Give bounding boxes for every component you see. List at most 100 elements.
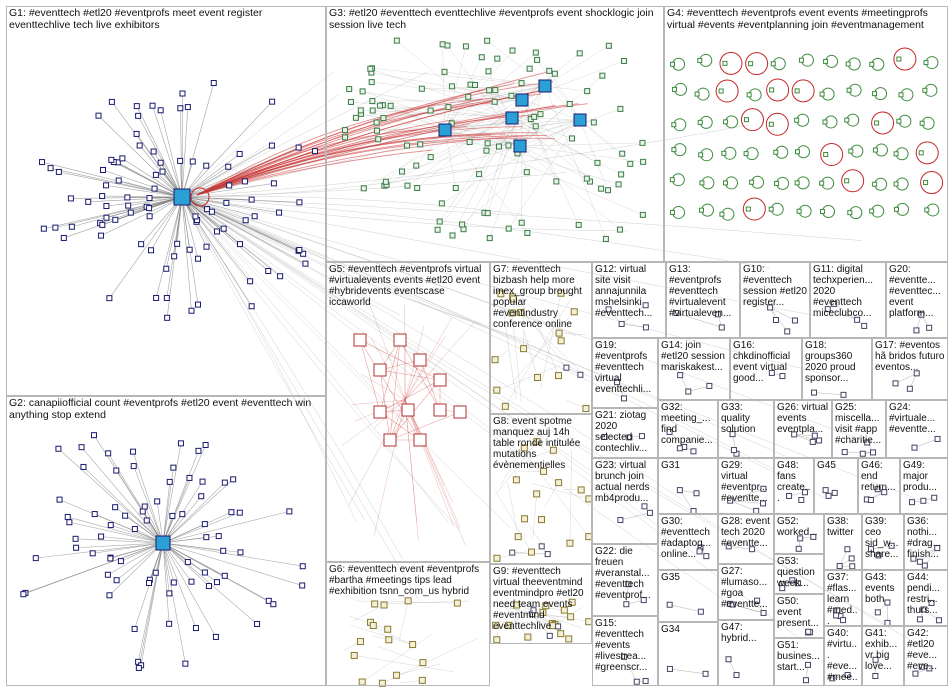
edge bbox=[532, 493, 537, 539]
node bbox=[760, 485, 767, 492]
node bbox=[872, 673, 879, 680]
node bbox=[248, 196, 255, 203]
node bbox=[805, 628, 812, 635]
node bbox=[819, 91, 825, 97]
edge bbox=[441, 119, 581, 204]
node bbox=[531, 113, 538, 120]
edge bbox=[439, 117, 513, 222]
edge bbox=[444, 46, 467, 131]
group-box-g41: G41: exhib... vr big love... bbox=[862, 626, 904, 686]
node bbox=[133, 103, 140, 110]
edge bbox=[500, 293, 517, 400]
self-loop bbox=[766, 78, 790, 102]
edge bbox=[341, 399, 406, 446]
node bbox=[518, 219, 525, 226]
edge bbox=[669, 604, 701, 612]
edge bbox=[181, 196, 531, 342]
node bbox=[300, 250, 307, 257]
node bbox=[514, 533, 522, 541]
edge bbox=[152, 105, 183, 198]
edge bbox=[447, 45, 521, 147]
group-label: G16: chkdinofficial event virtual good..… bbox=[733, 340, 793, 384]
node bbox=[393, 333, 407, 347]
edge bbox=[511, 117, 573, 139]
node bbox=[730, 447, 737, 454]
edge bbox=[404, 316, 453, 401]
node bbox=[130, 463, 137, 470]
edge bbox=[181, 196, 541, 468]
node bbox=[754, 597, 761, 604]
edge bbox=[116, 542, 164, 581]
hub-node bbox=[538, 79, 552, 93]
edge bbox=[181, 82, 215, 198]
edge bbox=[162, 542, 303, 586]
group-label: G47: hybrid... bbox=[721, 622, 757, 644]
edge bbox=[162, 542, 186, 664]
edge bbox=[110, 542, 164, 559]
node bbox=[520, 345, 528, 353]
node bbox=[617, 517, 624, 524]
node bbox=[912, 670, 919, 677]
edge bbox=[162, 511, 232, 544]
edge bbox=[181, 196, 698, 557]
node bbox=[784, 328, 791, 335]
group-box-g52: G52: worked... bbox=[774, 514, 824, 554]
node bbox=[532, 123, 539, 130]
edge bbox=[181, 196, 786, 457]
edge bbox=[181, 196, 511, 529]
node bbox=[913, 327, 920, 334]
self-loop bbox=[893, 47, 917, 71]
node bbox=[296, 199, 303, 206]
group-box-g34: G34 bbox=[658, 622, 718, 686]
node bbox=[195, 255, 202, 262]
node bbox=[846, 87, 852, 93]
node bbox=[146, 213, 153, 220]
node bbox=[567, 613, 575, 621]
node bbox=[823, 58, 829, 64]
edge bbox=[535, 119, 581, 127]
node bbox=[177, 440, 184, 447]
group-box-g44: G44: pendi... restri... thurs... bbox=[904, 570, 948, 626]
node bbox=[893, 206, 899, 212]
edge bbox=[379, 369, 441, 381]
node bbox=[107, 555, 114, 562]
node bbox=[32, 555, 39, 562]
node bbox=[107, 522, 114, 529]
node bbox=[135, 112, 142, 119]
node bbox=[98, 533, 105, 540]
node bbox=[811, 432, 818, 439]
edge bbox=[181, 196, 407, 425]
node bbox=[265, 268, 272, 275]
group-label: G21: ziotag 2020 selected contechliv... bbox=[595, 410, 649, 454]
edge bbox=[162, 477, 190, 544]
node bbox=[791, 431, 798, 438]
group-label: G5: #eventtech #eventprofs virtual #virt… bbox=[329, 264, 485, 308]
node bbox=[625, 581, 632, 588]
group-box-g46: G46: end return... bbox=[858, 458, 900, 514]
node bbox=[666, 665, 673, 672]
node bbox=[749, 546, 756, 553]
node bbox=[774, 180, 780, 186]
edge bbox=[404, 368, 436, 401]
node bbox=[368, 79, 375, 86]
node bbox=[770, 61, 776, 67]
group-label: G6: #eventtech event #eventprofs #bartha… bbox=[329, 564, 482, 597]
group-box-g3: G3: #etl20 #eventtech eventtechlive #eve… bbox=[326, 6, 664, 262]
group-box-g2: G2: canapiiofficial count #eventprofs #e… bbox=[6, 396, 326, 686]
edge bbox=[379, 359, 421, 371]
edge bbox=[379, 379, 441, 413]
node bbox=[302, 260, 309, 267]
edge bbox=[196, 97, 497, 196]
edge bbox=[88, 196, 183, 203]
node bbox=[617, 105, 624, 112]
edge bbox=[181, 196, 482, 325]
node bbox=[68, 223, 75, 230]
group-box-g14: G14: join #etl20 session mariskakest... bbox=[658, 338, 730, 400]
edge bbox=[111, 159, 183, 198]
node bbox=[356, 638, 364, 646]
node bbox=[369, 107, 376, 114]
edge bbox=[128, 196, 183, 206]
node bbox=[269, 98, 276, 105]
group-label: G41: exhib... vr big love... bbox=[865, 628, 901, 672]
node bbox=[401, 403, 415, 417]
